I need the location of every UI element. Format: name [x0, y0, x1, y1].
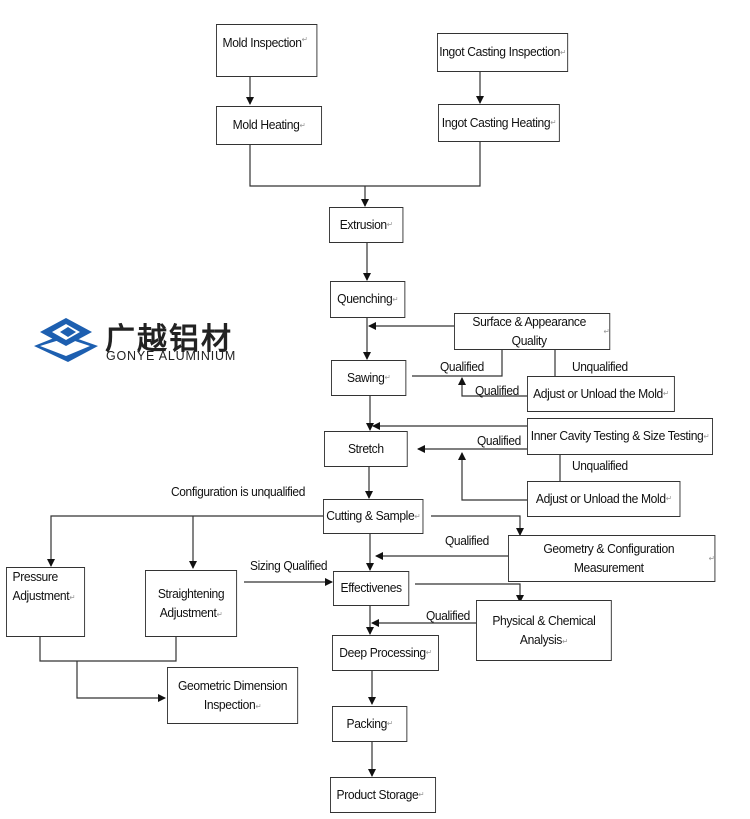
node-ingot-inspection: Ingot Casting Inspection↵	[437, 33, 569, 72]
node-packing: Packing↵	[332, 706, 408, 742]
node-label-text: Adjustment	[159, 604, 217, 620]
node-label: Adjust or Unload the Mold	[535, 490, 666, 506]
node-product-storage: Product Storage↵	[330, 777, 437, 813]
label-sizing-qualified: Sizing Qualified	[250, 558, 328, 573]
edge-merge-to-extrusion	[249, 142, 481, 187]
node-label: Mold Inspection	[222, 35, 302, 50]
paragraph-mark: ↵	[561, 636, 568, 646]
edge-cutting-pressure	[47, 515, 323, 567]
node-label-line-1: Straightening	[157, 585, 225, 601]
label-qualified-adjust1: Qualified	[475, 383, 519, 398]
edge-merge-geometric	[76, 661, 166, 702]
paragraph-mark: ↵	[384, 373, 391, 383]
node-label: Ingot Casting Inspection	[439, 44, 561, 60]
node-label: Packing	[346, 715, 388, 731]
node-label: Extrusion	[339, 216, 387, 232]
node-label: Mold Heating	[232, 117, 300, 133]
node-sawing: Sawing↵	[331, 360, 407, 396]
logo-english-name: GONYE ALUMINIUM	[106, 349, 237, 363]
label-qualified-physical: Qualified	[426, 608, 470, 623]
node-deep-processing: Deep Processing↵	[332, 635, 439, 671]
node-mold-inspection: Mold Inspection↵	[216, 24, 318, 77]
node-label-line-1: Pressure	[12, 569, 59, 584]
node-ingot-heating: Ingot Casting Heating↵	[438, 104, 560, 142]
node-label-text: Inspection	[203, 696, 256, 712]
paragraph-mark: ↵	[418, 790, 425, 800]
paragraph-mark: ↵	[703, 431, 710, 441]
node-cutting-sample: Cutting & Sample↵	[323, 499, 424, 534]
node-geometric-dimension-inspection: Geometric Dimension Inspection↵	[167, 667, 299, 724]
paragraph-mark: ↵	[69, 592, 76, 602]
paragraph-mark: ↵	[603, 326, 610, 336]
edge-adjustments-merge	[39, 637, 177, 662]
node-label: Surface & Appearance Quality	[472, 313, 586, 348]
node-label: Effectivenes	[340, 580, 403, 596]
node-label-line-2: Inspection↵	[203, 696, 262, 715]
node-label-line-2: Analysis↵	[520, 631, 568, 650]
node-label-line-2: Adjustment↵	[13, 587, 76, 606]
label-qualified-inner: Qualified	[477, 433, 521, 448]
node-label: Deep Processing	[339, 644, 426, 660]
node-geometry-measurement: Geometry & Configuration Measurement ↵	[508, 535, 716, 582]
node-physical-chemical: Physical & Chemical Analysis↵	[476, 600, 612, 661]
node-label-line-2: Adjustment↵	[160, 604, 223, 623]
node-straightening-adjustment: Straightening Adjustment↵	[145, 570, 238, 637]
paragraph-mark: ↵	[425, 648, 432, 658]
paragraph-mark: ↵	[708, 553, 715, 563]
paragraph-mark: ↵	[299, 120, 306, 130]
edge-effectiveness-physical	[415, 583, 524, 603]
node-mold-heating: Mold Heating↵	[216, 106, 323, 145]
node-extrusion: Extrusion↵	[329, 207, 404, 243]
node-label: Cutting & Sample	[326, 508, 415, 524]
node-inner-cavity: Inner Cavity Testing & Size Testing↵	[527, 418, 713, 455]
node-label: Quenching	[337, 291, 393, 307]
node-label: Ingot Casting Heating	[441, 114, 551, 130]
paragraph-mark: ↵	[301, 35, 308, 44]
logo-emblem-icon	[34, 318, 98, 362]
logo-chinese-name: 广越铝材	[105, 322, 233, 357]
label-unqualified-surface: Unqualified	[572, 359, 628, 374]
node-label-text: Analysis	[519, 631, 562, 647]
edge-cutting-geometry	[431, 515, 524, 536]
node-label: Product Storage	[336, 786, 419, 802]
paragraph-mark: ↵	[665, 494, 672, 504]
label-config-unqualified: Configuration is unqualified	[171, 484, 305, 499]
node-quenching: Quenching↵	[330, 281, 406, 318]
node-effectiveness: Effectivenes	[333, 571, 410, 606]
paragraph-mark: ↵	[386, 719, 393, 729]
paragraph-mark: ↵	[392, 294, 399, 304]
node-stretch: Stretch	[324, 431, 408, 467]
node-label: Sawing	[347, 369, 385, 385]
node-label: Stretch	[347, 440, 384, 456]
node-adjust-mold-2: Adjust or Unload the Mold↵	[527, 481, 681, 517]
paragraph-mark: ↵	[414, 511, 421, 521]
edge-adjust2-back	[458, 452, 527, 501]
label-unqualified-inner: Unqualified	[572, 458, 628, 473]
label-qualified-surface: Qualified	[440, 359, 484, 374]
paragraph-mark: ↵	[216, 609, 223, 619]
node-label: Adjust or Unload the Mold	[533, 385, 663, 401]
node-label: Inner Cavity Testing & Size Testing	[530, 428, 704, 444]
node-surface-quality: Surface & Appearance Quality ↵	[454, 313, 611, 350]
paragraph-mark: ↵	[550, 118, 557, 128]
paragraph-mark: ↵	[386, 220, 393, 230]
paragraph-mark: ↵	[255, 701, 262, 711]
paragraph-mark: ↵	[560, 47, 566, 57]
edge-adjust1-qualified	[458, 377, 527, 397]
node-label-line-1: Physical & Chemical	[492, 612, 596, 628]
company-logo: 广越铝材 GONYE ALUMINIUM	[30, 312, 260, 367]
paragraph-mark: ↵	[662, 389, 669, 399]
node-label: Geometry & Configuration Measurement	[543, 540, 675, 575]
node-label-text: Adjustment	[12, 587, 70, 603]
edge-sawing-qualified	[412, 350, 503, 377]
node-adjust-mold-1: Adjust or Unload the Mold↵	[527, 376, 675, 412]
node-pressure-adjustment: Pressure Adjustment↵	[6, 567, 86, 637]
label-qualified-geometry: Qualified	[445, 533, 489, 548]
node-label-line-1: Geometric Dimension	[177, 677, 288, 693]
